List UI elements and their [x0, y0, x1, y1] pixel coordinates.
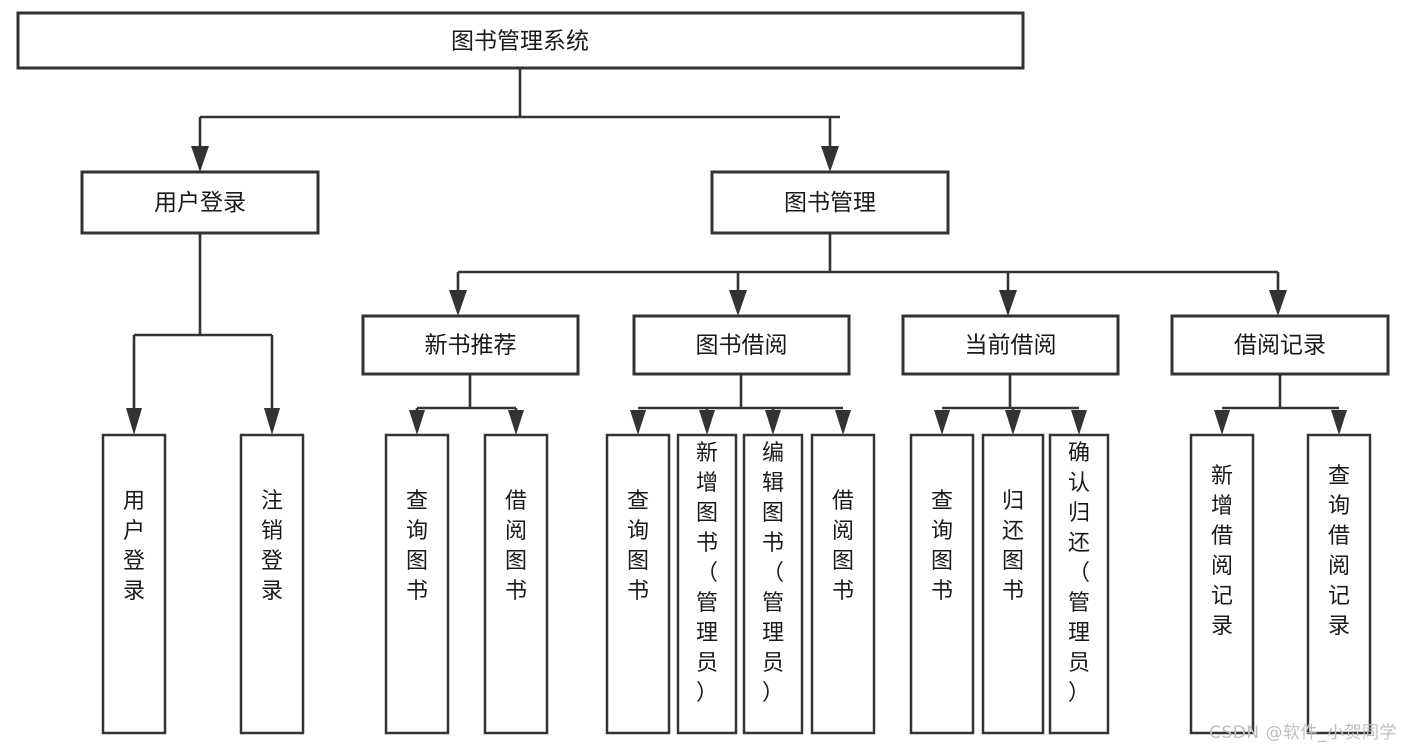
- arrowhead-leaf-logout: [264, 408, 280, 435]
- leaf-add-book-admin-box[interactable]: [676, 433, 738, 735]
- node-borrow-record-box[interactable]: [1170, 314, 1390, 376]
- leaf-borrow-book-borrow[interactable]: 借阅图书: [810, 433, 876, 735]
- leaf-add-borrow-record-box[interactable]: [1189, 433, 1255, 735]
- node-book-management-box[interactable]: [710, 170, 950, 235]
- leaf-borrow-book-newbook-label: 借阅图书: [505, 489, 527, 604]
- node-book-management[interactable]: 图书管理: [710, 170, 950, 235]
- leaf-return-book-box[interactable]: [981, 433, 1045, 735]
- node-current-borrow-box[interactable]: [901, 314, 1120, 376]
- leaf-query-borrow-record[interactable]: 查询借阅记录: [1306, 433, 1372, 735]
- node-user-login[interactable]: 用户登录: [80, 170, 320, 235]
- node-current-borrow-label: 当前借阅: [965, 333, 1057, 359]
- leaf-user-login[interactable]: 用户登录: [101, 433, 167, 735]
- arrowhead-current-leaf2: [1005, 410, 1021, 435]
- arrowhead-leaf-user-login: [126, 408, 142, 435]
- node-current-borrow[interactable]: 当前借阅: [901, 314, 1120, 376]
- leaf-borrow-book-newbook[interactable]: 借阅图书: [483, 433, 549, 735]
- node-user-login-box[interactable]: [80, 170, 320, 235]
- arrowhead-borrow-leaf4: [835, 410, 851, 435]
- arrowhead-record-leaf1: [1214, 410, 1230, 435]
- leaf-return-book-label: 归还图书: [1002, 489, 1024, 604]
- node-borrow-record[interactable]: 借阅记录: [1170, 314, 1390, 376]
- node-borrow-record-label: 借阅记录: [1234, 333, 1326, 359]
- leaf-query-book-borrow-label: 查询图书: [627, 489, 649, 604]
- arrowhead-current-leaf3: [1071, 410, 1087, 435]
- leaf-confirm-return-admin-box[interactable]: [1048, 433, 1110, 735]
- leaf-user-login-label: 用户登录: [123, 489, 145, 604]
- arrowhead-current-leaf1: [934, 410, 950, 435]
- leaf-logout-box[interactable]: [239, 433, 305, 735]
- leaf-return-book[interactable]: 归还图书: [981, 433, 1045, 735]
- leaf-query-book-current[interactable]: 查询图书: [909, 433, 975, 735]
- arrowhead-borrow-leaf3: [765, 410, 781, 435]
- leaf-borrow-book-borrow-label: 借阅图书: [832, 489, 854, 604]
- leaf-query-book-current-box[interactable]: [909, 433, 975, 735]
- arrowhead-borrow-leaf1: [630, 410, 646, 435]
- leaf-user-login-box[interactable]: [101, 433, 167, 735]
- leaf-borrow-book-newbook-box[interactable]: [483, 433, 549, 735]
- node-book-borrow-box[interactable]: [632, 314, 851, 376]
- leaf-query-book-borrow-box[interactable]: [605, 433, 671, 735]
- arrowhead-borrow: [729, 290, 747, 316]
- leaf-query-borrow-record-box[interactable]: [1306, 433, 1372, 735]
- leaf-query-borrow-record-label: 查询借阅记录: [1328, 464, 1350, 639]
- arrowhead-newbook-leaf2: [508, 410, 524, 435]
- node-book-borrow-label: 图书借阅: [696, 333, 788, 359]
- arrowhead-borrow-leaf2: [699, 410, 715, 435]
- arrowhead-record-leaf2: [1331, 410, 1347, 435]
- leaf-add-book-admin-label: 新增图书（管理员）: [696, 441, 718, 706]
- arrowhead-current: [999, 290, 1017, 316]
- node-book-borrow[interactable]: 图书借阅: [632, 314, 851, 376]
- leaf-edit-book-admin-label: 编辑图书（管理员）: [762, 441, 784, 706]
- node-new-book-recommend-box[interactable]: [361, 314, 580, 376]
- leaf-add-borrow-record-label: 新增借阅记录: [1211, 464, 1233, 639]
- node-root-box[interactable]: [16, 11, 1025, 70]
- leaf-query-book-current-label: 查询图书: [931, 489, 953, 604]
- leaf-add-borrow-record[interactable]: 新增借阅记录: [1189, 433, 1255, 735]
- leaf-add-book-admin[interactable]: 新增图书（管理员）: [676, 433, 738, 735]
- csdn-watermark: CSDN @软件_小贺同学: [1209, 723, 1397, 743]
- arrowhead-newbook-leaf1: [409, 410, 425, 435]
- node-new-book-recommend-label: 新书推荐: [425, 333, 517, 359]
- node-new-book-recommend[interactable]: 新书推荐: [361, 314, 580, 376]
- leaf-query-book-newbook-box[interactable]: [384, 433, 450, 735]
- node-user-login-label: 用户登录: [154, 190, 246, 216]
- node-book-management-label: 图书管理: [784, 190, 876, 216]
- arrowhead-newbook: [449, 290, 467, 316]
- node-root-label: 图书管理系统: [451, 29, 589, 55]
- arrowhead-record: [1269, 290, 1287, 316]
- leaf-logout-label: 注销登录: [261, 489, 283, 604]
- leaf-confirm-return-admin[interactable]: 确认归还（管理员）: [1048, 433, 1110, 735]
- leaf-query-book-borrow[interactable]: 查询图书: [605, 433, 671, 735]
- leaf-logout[interactable]: 注销登录: [239, 433, 305, 735]
- leaf-query-book-newbook[interactable]: 查询图书: [384, 433, 450, 735]
- arrowhead-userlogin: [191, 146, 209, 172]
- connector-layer: [126, 68, 1347, 435]
- leaf-edit-book-admin[interactable]: 编辑图书（管理员）: [742, 433, 804, 735]
- leaf-edit-book-admin-box[interactable]: [742, 433, 804, 735]
- leaf-confirm-return-admin-label: 确认归还（管理员）: [1068, 441, 1090, 706]
- leaf-query-book-newbook-label: 查询图书: [406, 489, 428, 604]
- node-root[interactable]: 图书管理系统: [16, 11, 1025, 70]
- leaf-borrow-book-borrow-box[interactable]: [810, 433, 876, 735]
- arrowhead-bookmgmt: [821, 146, 839, 172]
